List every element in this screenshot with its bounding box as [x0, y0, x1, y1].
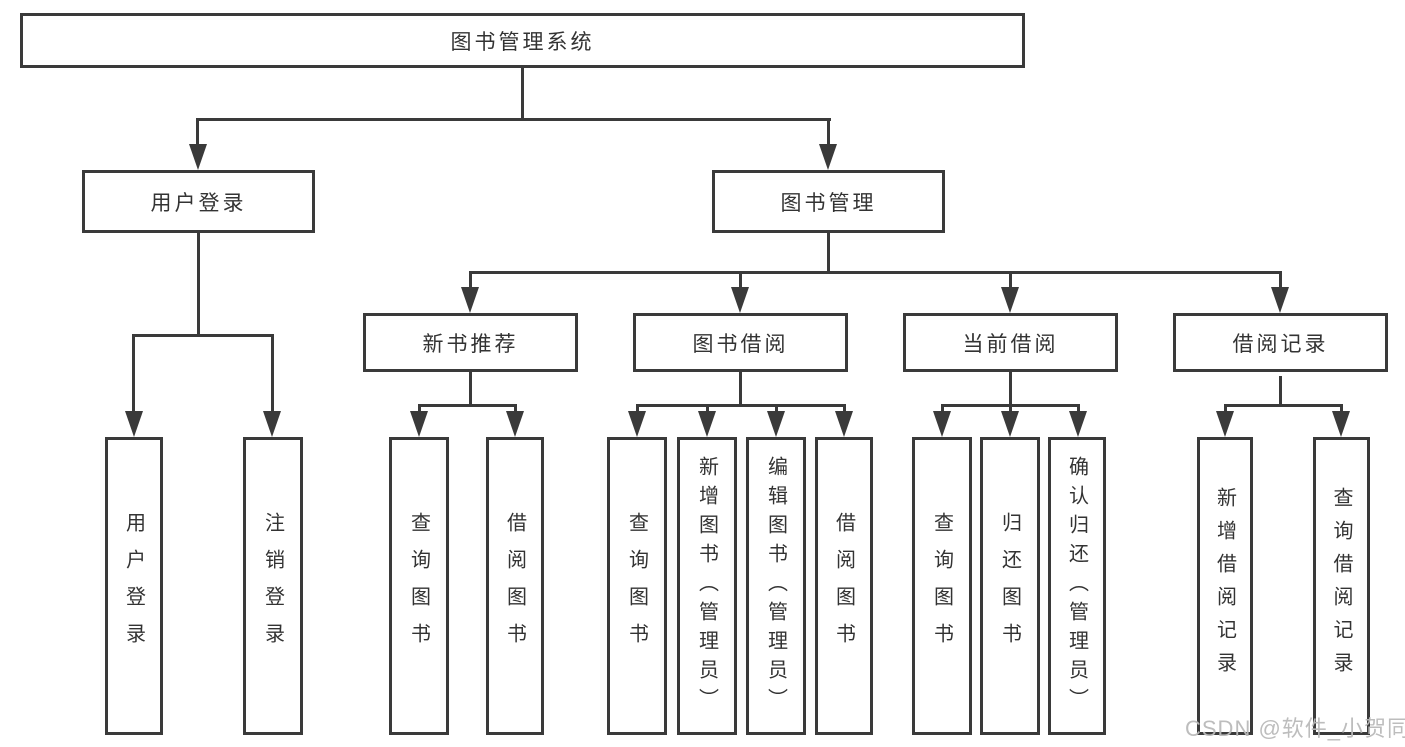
- arrow-down-icon: [698, 411, 716, 437]
- arrow-down-icon: [1001, 411, 1019, 437]
- arrow-down-icon: [933, 411, 951, 437]
- arrow-down-icon: [731, 287, 749, 313]
- connector-line: [1009, 372, 1012, 406]
- leaf-confirm-return-admin: 确认归还（管理员）: [1048, 437, 1106, 735]
- connector-line: [197, 118, 831, 121]
- connector-line: [636, 404, 846, 407]
- arrow-down-icon: [506, 411, 524, 437]
- connector-line: [133, 334, 274, 337]
- arrow-down-icon: [461, 287, 479, 313]
- arrow-down-icon: [263, 411, 281, 437]
- node-user-login: 用户登录: [82, 170, 315, 233]
- connector-line: [197, 233, 200, 336]
- leaf-add-borrow-record: 新增借阅记录: [1197, 437, 1253, 735]
- connector-line: [469, 271, 1282, 274]
- leaf-edit-books-admin: 编辑图书（管理员）: [746, 437, 806, 735]
- arrow-down-icon: [1271, 287, 1289, 313]
- node-current-borrowing: 当前借阅: [903, 313, 1118, 372]
- connector-line: [739, 372, 742, 406]
- leaf-search-books-borrowing: 查询图书: [607, 437, 667, 735]
- connector-line: [132, 334, 135, 415]
- connector-line: [1009, 271, 1012, 291]
- arrow-down-icon: [189, 144, 207, 170]
- leaf-search-books-current: 查询图书: [912, 437, 972, 735]
- connector-line: [514, 404, 517, 416]
- connector-line: [271, 334, 274, 415]
- connector-line: [739, 271, 742, 291]
- arrow-down-icon: [835, 411, 853, 437]
- connector-line: [941, 404, 944, 416]
- connector-line: [1279, 376, 1282, 406]
- arrow-down-icon: [1216, 411, 1234, 437]
- connector-line: [1224, 404, 1343, 407]
- arrow-down-icon: [1332, 411, 1350, 437]
- connector-line: [469, 271, 472, 291]
- leaf-borrow-books-recommend: 借阅图书: [486, 437, 544, 735]
- connector-line: [775, 404, 778, 416]
- arrow-down-icon: [125, 411, 143, 437]
- connector-line: [469, 372, 472, 406]
- leaf-return-books: 归还图书: [980, 437, 1040, 735]
- node-new-book-recommend: 新书推荐: [363, 313, 578, 372]
- connector-line: [1224, 404, 1227, 416]
- arrow-down-icon: [1001, 287, 1019, 313]
- arrow-down-icon: [1069, 411, 1087, 437]
- connector-line: [843, 404, 846, 416]
- connector-line: [418, 404, 517, 407]
- leaf-search-borrow-record: 查询借阅记录: [1313, 437, 1370, 735]
- connector-line: [1279, 271, 1282, 291]
- connector-line: [1340, 404, 1343, 416]
- connector-line: [827, 118, 830, 148]
- arrow-down-icon: [628, 411, 646, 437]
- arrow-down-icon: [767, 411, 785, 437]
- node-book-management: 图书管理: [712, 170, 945, 233]
- csdn-watermark: CSDN @软件_小贺同学: [1185, 716, 1405, 741]
- node-book-borrowing: 图书借阅: [633, 313, 848, 372]
- connector-line: [418, 404, 421, 416]
- connector-line: [827, 233, 830, 273]
- node-library-system: 图书管理系统: [20, 13, 1025, 68]
- arrow-down-icon: [819, 144, 837, 170]
- connector-line: [196, 118, 199, 148]
- connector-line: [706, 404, 709, 416]
- leaf-logout: 注销登录: [243, 437, 303, 735]
- connector-line: [521, 68, 524, 120]
- leaf-borrow-books: 借阅图书: [815, 437, 873, 735]
- connector-line: [1077, 404, 1080, 416]
- arrow-down-icon: [410, 411, 428, 437]
- node-borrow-records: 借阅记录: [1173, 313, 1388, 372]
- connector-line: [636, 404, 639, 416]
- leaf-search-books-recommend: 查询图书: [389, 437, 449, 735]
- leaf-user-login: 用户登录: [105, 437, 163, 735]
- connector-line: [1009, 404, 1012, 416]
- leaf-add-books-admin: 新增图书（管理员）: [677, 437, 737, 735]
